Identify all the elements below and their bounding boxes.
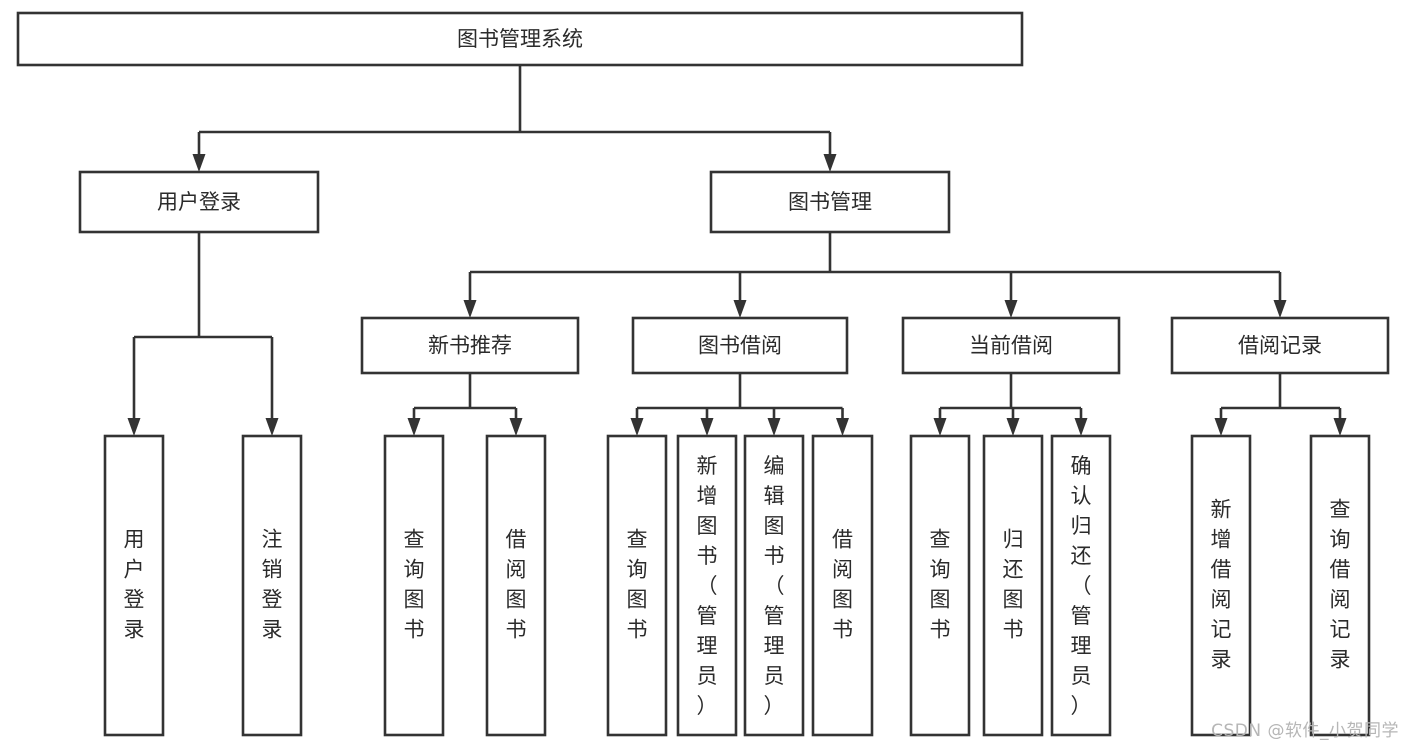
node-label-leaf-query-record: 查询借阅记录 (1330, 498, 1351, 672)
arrow-icon-leaf-borrow-book-1 (509, 418, 523, 436)
arrow-icon-leaf-user-logout (265, 418, 279, 436)
arrow-icon-borrow-record (1273, 300, 1287, 318)
node-label-leaf-add-record: 新增借阅记录 (1211, 498, 1232, 672)
arrow-icon-leaf-query-record (1333, 418, 1347, 436)
arrow-icon-current-borrow (1004, 300, 1018, 318)
arrow-icon-leaf-add-book-admin (700, 418, 714, 436)
node-label-current-borrow: 当前借阅 (969, 334, 1053, 358)
node-box-leaf-user-login[interactable] (103, 434, 165, 737)
node-leaf-query-book-3[interactable]: 查询图书 (909, 434, 971, 737)
node-current-borrow[interactable]: 当前借阅 (901, 316, 1121, 375)
arrow-icon-leaf-edit-book-admin (767, 418, 781, 436)
node-label-leaf-query-book-2: 查询图书 (627, 528, 648, 642)
node-box-leaf-return-book[interactable] (982, 434, 1044, 737)
node-box-leaf-add-book-admin[interactable] (676, 434, 738, 737)
node-box-leaf-borrow-book-1[interactable] (485, 434, 547, 737)
node-new-book-rec[interactable]: 新书推荐 (360, 316, 580, 375)
node-leaf-query-book-1[interactable]: 查询图书 (383, 434, 445, 737)
node-box-new-book-rec[interactable] (360, 316, 580, 375)
node-leaf-add-record[interactable]: 新增借阅记录 (1190, 434, 1252, 737)
node-box-leaf-query-record[interactable] (1309, 434, 1371, 737)
node-root[interactable]: 图书管理系统 (16, 11, 1024, 67)
node-leaf-query-book-2[interactable]: 查询图书 (606, 434, 668, 737)
node-box-leaf-user-logout[interactable] (241, 434, 303, 737)
node-label-leaf-return-book: 归还图书 (1003, 528, 1024, 642)
arrow-icon-leaf-user-login (127, 418, 141, 436)
node-label-book-manage: 图书管理 (788, 190, 872, 214)
arrow-icon-new-book-rec (463, 300, 477, 318)
node-label-leaf-user-logout: 注销登录 (262, 528, 283, 642)
node-label-borrow-record: 借阅记录 (1238, 334, 1322, 358)
node-label-leaf-borrow-book-2: 借阅图书 (832, 528, 853, 642)
node-box-borrow-record[interactable] (1170, 316, 1390, 375)
node-label-leaf-add-book-admin: 新增图书（管理员） (697, 454, 718, 718)
node-box-leaf-confirm-return-admin[interactable] (1050, 434, 1112, 737)
node-leaf-add-book-admin[interactable]: 新增图书（管理员） (676, 434, 738, 737)
node-label-leaf-user-login: 用户登录 (124, 528, 145, 642)
node-book-borrow[interactable]: 图书借阅 (631, 316, 849, 375)
node-leaf-borrow-book-1[interactable]: 借阅图书 (485, 434, 547, 737)
node-label-new-book-rec: 新书推荐 (428, 334, 512, 358)
node-box-book-manage[interactable] (709, 170, 951, 234)
node-leaf-user-login[interactable]: 用户登录 (103, 434, 165, 737)
node-leaf-edit-book-admin[interactable]: 编辑图书（管理员） (743, 434, 805, 737)
node-leaf-confirm-return-admin[interactable]: 确认归还（管理员） (1050, 434, 1112, 737)
node-label-leaf-borrow-book-1: 借阅图书 (506, 528, 527, 642)
node-leaf-return-book[interactable]: 归还图书 (982, 434, 1044, 737)
arrow-icon-user-login (192, 154, 206, 172)
node-box-root[interactable] (16, 11, 1024, 67)
node-label-root: 图书管理系统 (457, 27, 583, 51)
node-layer: 图书管理系统用户登录图书管理新书推荐图书借阅当前借阅借阅记录用户登录注销登录查询… (16, 11, 1390, 737)
connector-layer (127, 65, 1347, 436)
node-label-leaf-confirm-return-admin: 确认归还（管理员） (1071, 454, 1092, 718)
node-book-manage[interactable]: 图书管理 (709, 170, 951, 234)
node-box-current-borrow[interactable] (901, 316, 1121, 375)
node-user-login[interactable]: 用户登录 (78, 170, 320, 234)
node-box-leaf-query-book-3[interactable] (909, 434, 971, 737)
node-leaf-user-logout[interactable]: 注销登录 (241, 434, 303, 737)
arrow-icon-leaf-confirm-return-admin (1074, 418, 1088, 436)
arrow-icon-leaf-query-book-1 (407, 418, 421, 436)
node-leaf-query-record[interactable]: 查询借阅记录 (1309, 434, 1371, 737)
node-box-leaf-borrow-book-2[interactable] (811, 434, 874, 737)
node-leaf-borrow-book-2[interactable]: 借阅图书 (811, 434, 874, 737)
node-box-leaf-query-book-1[interactable] (383, 434, 445, 737)
node-box-leaf-edit-book-admin[interactable] (743, 434, 805, 737)
node-box-leaf-query-book-2[interactable] (606, 434, 668, 737)
node-label-book-borrow: 图书借阅 (698, 334, 782, 358)
arrow-icon-leaf-query-book-2 (630, 418, 644, 436)
node-label-leaf-query-book-3: 查询图书 (930, 528, 951, 642)
arrow-icon-leaf-return-book (1006, 418, 1020, 436)
node-box-book-borrow[interactable] (631, 316, 849, 375)
node-box-user-login[interactable] (78, 170, 320, 234)
arrow-icon-book-manage (823, 154, 837, 172)
arrow-icon-book-borrow (733, 300, 747, 318)
node-label-leaf-query-book-1: 查询图书 (404, 528, 425, 642)
arrow-icon-leaf-borrow-book-2 (836, 418, 849, 436)
node-label-leaf-edit-book-admin: 编辑图书（管理员） (764, 454, 785, 718)
node-label-user-login: 用户登录 (157, 190, 241, 214)
arrow-icon-leaf-query-book-3 (933, 418, 947, 436)
node-borrow-record[interactable]: 借阅记录 (1170, 316, 1390, 375)
node-box-leaf-add-record[interactable] (1190, 434, 1252, 737)
arrow-icon-leaf-add-record (1214, 418, 1228, 436)
